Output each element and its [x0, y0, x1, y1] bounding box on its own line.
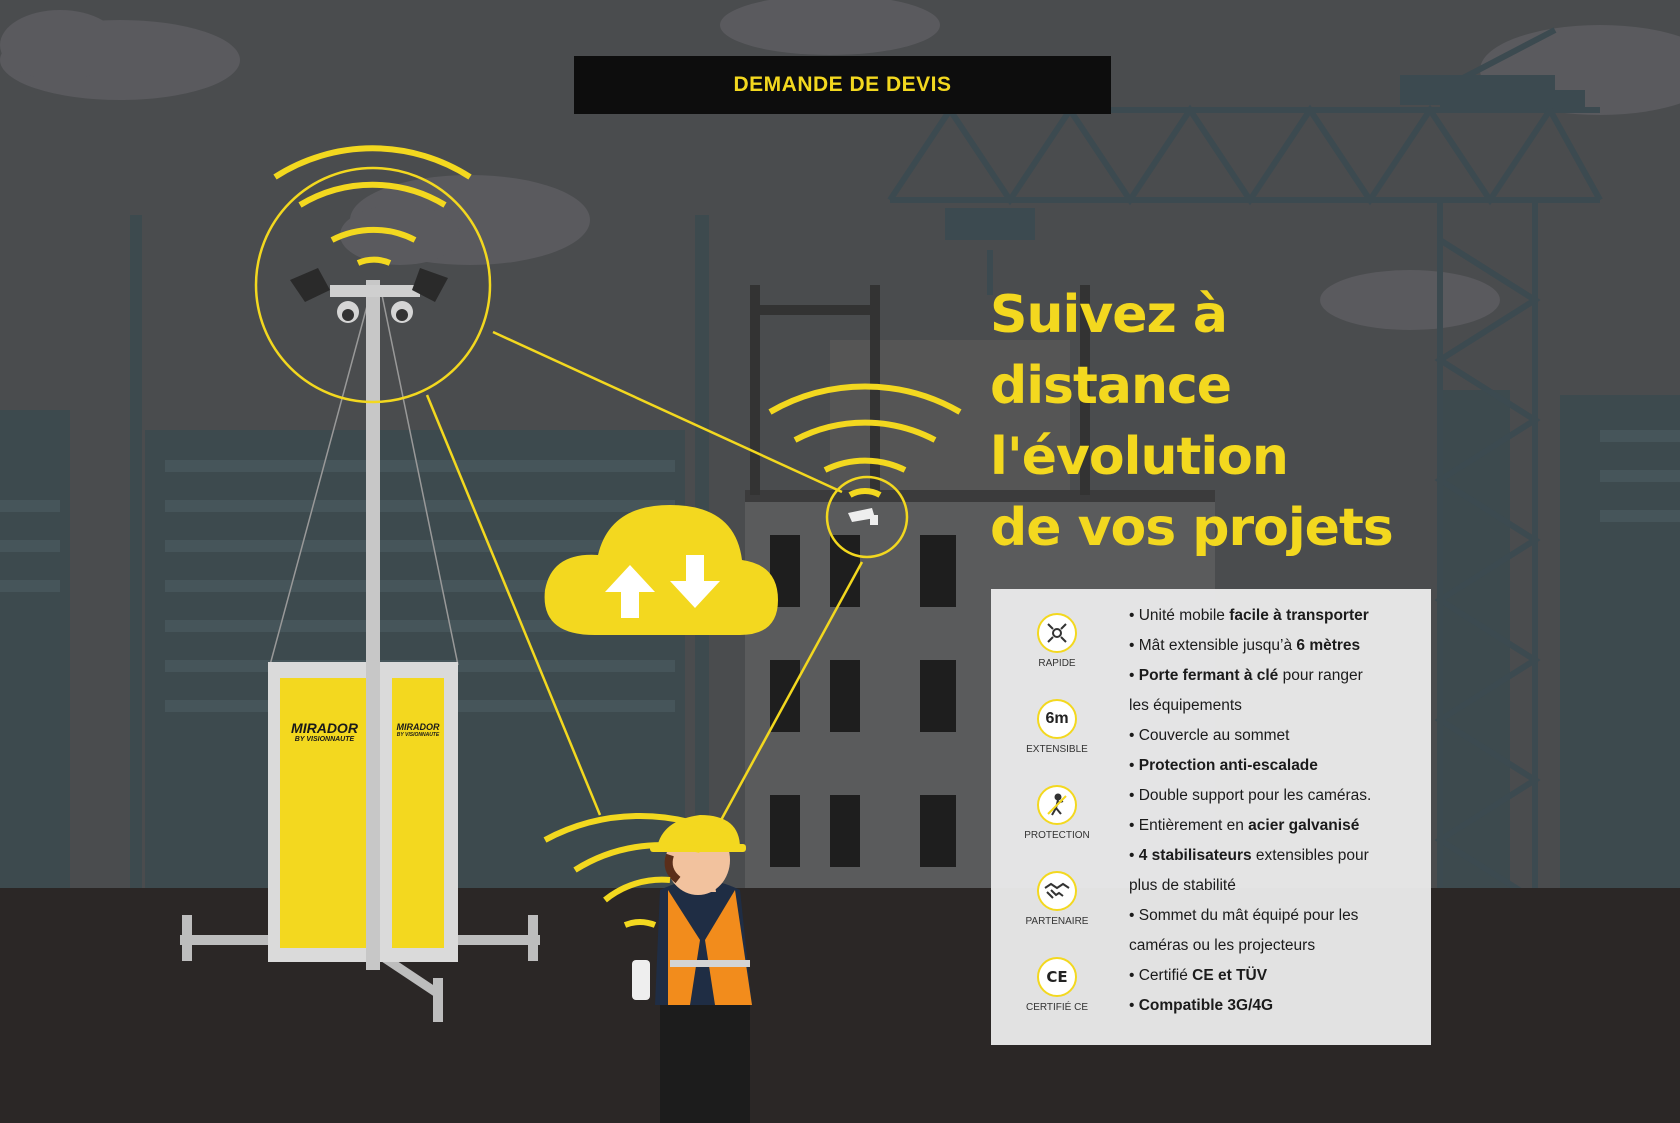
badge-protection: PROTECTION [1018, 785, 1096, 841]
security-camera-icon [290, 268, 330, 302]
headline-line: Suivez à [990, 285, 1228, 345]
smartphone-icon [632, 960, 650, 1000]
badge-label: PARTENAIRE [1025, 916, 1089, 927]
mirador-mast [180, 268, 540, 1022]
badge-partenaire: PARTENAIRE [1018, 871, 1096, 927]
headline-line: l'évolution [990, 427, 1289, 487]
feature-item: • Certifié CE et TÜV [1129, 967, 1268, 984]
mast-top-highlight [254, 166, 492, 404]
brand-tagline: BY VISIONNAUTE [396, 732, 440, 738]
tools-icon [1037, 613, 1077, 653]
feature-item: • Double support pour les caméras. [1129, 787, 1372, 804]
badge-icon-text: 6m [1045, 710, 1069, 727]
quote-request-button[interactable]: DEMANDE DE DEVIS [574, 56, 1111, 114]
brand-tagline: BY VISIONNAUTE [294, 736, 355, 743]
feature-item: • Unité mobile facile à transporter [1129, 607, 1369, 624]
brand-name: MIRADOR [396, 722, 440, 732]
wifi-signal-icon [768, 383, 962, 498]
worker-illustration [632, 815, 752, 1123]
security-camera-icon [412, 268, 448, 302]
badge-rapide: RAPIDE [1018, 613, 1096, 669]
ce-icon: CE [1037, 957, 1077, 997]
headline-line: distance [990, 356, 1232, 416]
feature-item: • 4 stabilisateurs extensibles pour [1129, 847, 1369, 864]
badge-label: RAPIDE [1038, 658, 1076, 669]
brand-name: MIRADOR [291, 720, 358, 736]
feature-list: • Unité mobile facile à transporter • Mâ… [1129, 601, 1424, 1021]
feature-item: • Mât extensible jusqu’à 6 mètres [1129, 637, 1361, 654]
handshake-icon [1037, 871, 1077, 911]
connection-lines [425, 330, 864, 823]
badge-icon-text: CE [1046, 968, 1068, 986]
anti-climb-icon [1037, 785, 1077, 825]
badge-extensible: 6m EXTENSIBLE [1018, 699, 1096, 755]
mirador-logo: MIRADOR BY VISIONNAUTE [282, 720, 367, 743]
headline-line: de vos projets [990, 498, 1394, 558]
badge-label: CERTIFIÉ CE [1025, 1002, 1089, 1013]
mirador-logo: MIRADOR BY VISIONNAUTE [392, 722, 444, 738]
badge-label: EXTENSIBLE [1026, 744, 1088, 755]
feature-item: • Porte fermant à clé pour ranger [1129, 667, 1363, 684]
feature-item: • Protection anti-escalade [1129, 757, 1318, 774]
feature-item: plus de stabilité [1129, 877, 1236, 894]
camera-highlight [825, 475, 909, 559]
badge-label: PROTECTION [1024, 830, 1090, 841]
security-camera-icon [848, 508, 875, 522]
badge-certifie-ce: CE CERTIFIÉ CE [1018, 957, 1096, 1013]
feature-item: caméras ou les projecteurs [1129, 937, 1316, 954]
feature-item: • Compatible 3G/4G [1129, 997, 1274, 1014]
headline: Suivez à distance l'évolution de vos pro… [990, 280, 1510, 564]
6m-icon: 6m [1037, 699, 1077, 739]
wifi-signal-icon [273, 145, 472, 266]
wifi-signal-icon [543, 813, 737, 928]
feature-item: les équipements [1129, 697, 1242, 714]
feature-item: • Couvercle au sommet [1129, 727, 1290, 744]
cloud-sync-icon [544, 505, 778, 635]
feature-item: • Entièrement en acier galvanisé [1129, 817, 1360, 834]
feature-item: • Sommet du mât équipé pour les [1129, 907, 1359, 924]
features-panel: RAPIDE 6m EXTENSIBLE PROTECTION PARTENAI… [991, 589, 1431, 1045]
